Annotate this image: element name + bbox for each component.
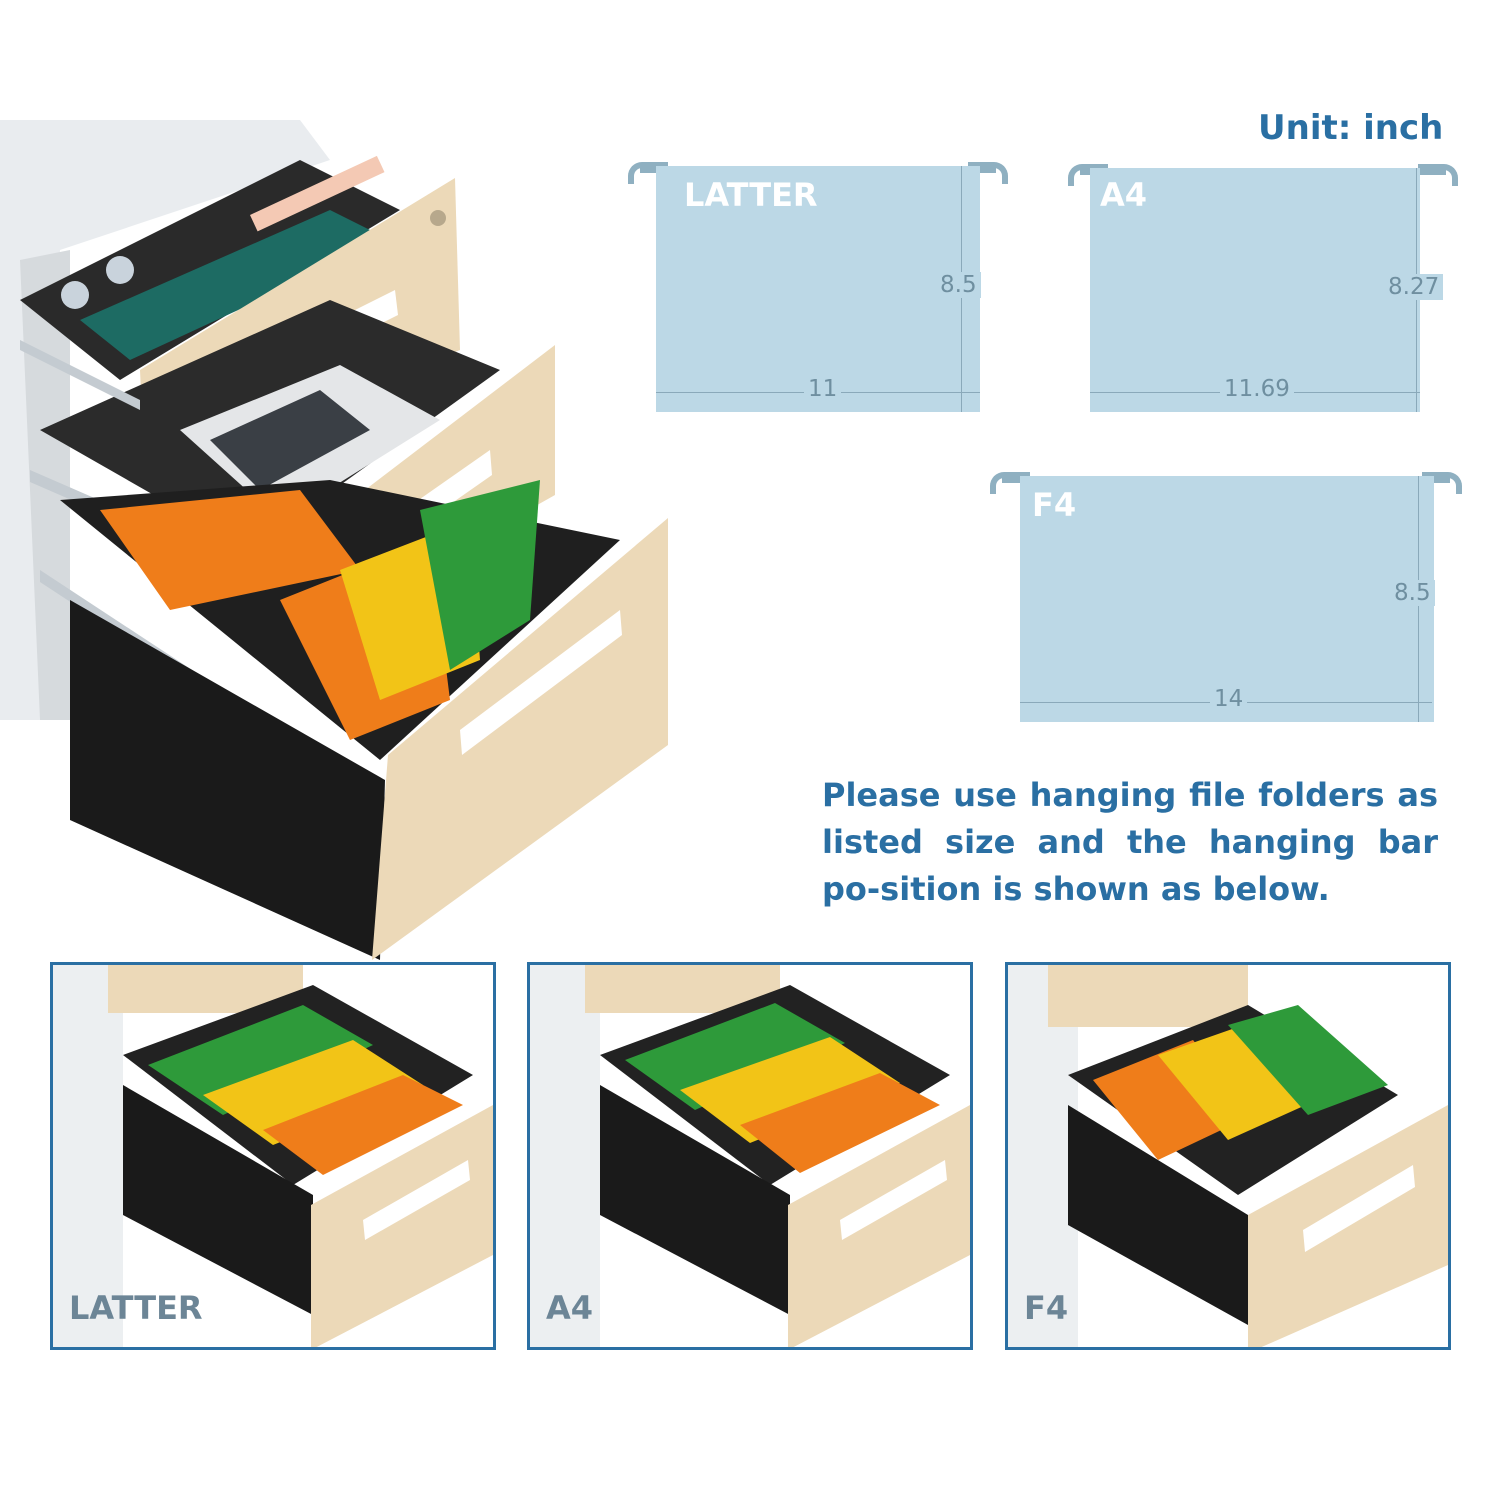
hook-left-icon bbox=[628, 162, 668, 184]
file-cabinet-illustration bbox=[0, 120, 668, 960]
panel-label: LATTER bbox=[69, 1289, 203, 1327]
folder-diagram-f4: F4 8.5 14 bbox=[988, 470, 1464, 722]
knob-icon bbox=[61, 281, 89, 309]
green-folders bbox=[420, 480, 540, 670]
folder-diagram-a4: A4 8.27 11.69 bbox=[1066, 162, 1460, 412]
panel-label: A4 bbox=[546, 1289, 594, 1327]
f4-drawer-illustration bbox=[1008, 965, 1448, 1347]
hook-left-icon bbox=[990, 472, 1030, 494]
usage-notice: Please use hanging file folders as liste… bbox=[822, 776, 1438, 908]
drawer-panel-a4: A4 bbox=[527, 962, 973, 1350]
folder-sheet bbox=[1090, 168, 1420, 412]
height-dimension: 8.27 bbox=[1384, 274, 1444, 300]
latter-drawer-illustration bbox=[53, 965, 493, 1347]
knob-icon bbox=[106, 256, 134, 284]
a4-drawer-illustration bbox=[530, 965, 970, 1347]
folder-sheet bbox=[1020, 476, 1434, 722]
drawer-panel-latter: LATTER bbox=[50, 962, 496, 1350]
unit-label: Unit: inch bbox=[1258, 108, 1444, 148]
folder-sheet bbox=[656, 166, 980, 412]
bottom-drawer-front bbox=[372, 518, 668, 960]
width-dimension: 11.69 bbox=[1220, 376, 1294, 402]
folder-name: F4 bbox=[1032, 486, 1077, 524]
hook-right-icon bbox=[1418, 164, 1458, 186]
hook-right-icon bbox=[968, 162, 1008, 184]
drawer-handle bbox=[460, 610, 622, 755]
width-dimension: 14 bbox=[1210, 686, 1248, 712]
width-dimension: 11 bbox=[804, 376, 842, 402]
folder-name: LATTER bbox=[684, 176, 818, 214]
height-dimension: 8.5 bbox=[1390, 580, 1435, 606]
drawer-panel-f4: F4 bbox=[1005, 962, 1451, 1350]
hook-right-icon bbox=[1422, 472, 1462, 494]
panel-label: F4 bbox=[1024, 1289, 1069, 1327]
folder-name: A4 bbox=[1100, 176, 1148, 214]
folder-diagram-latter: LATTER 8.5 11 bbox=[626, 160, 1010, 412]
lock-icon bbox=[430, 210, 446, 226]
orange-folders bbox=[100, 490, 360, 610]
height-dimension: 8.5 bbox=[936, 272, 981, 298]
hook-left-icon bbox=[1068, 164, 1108, 186]
